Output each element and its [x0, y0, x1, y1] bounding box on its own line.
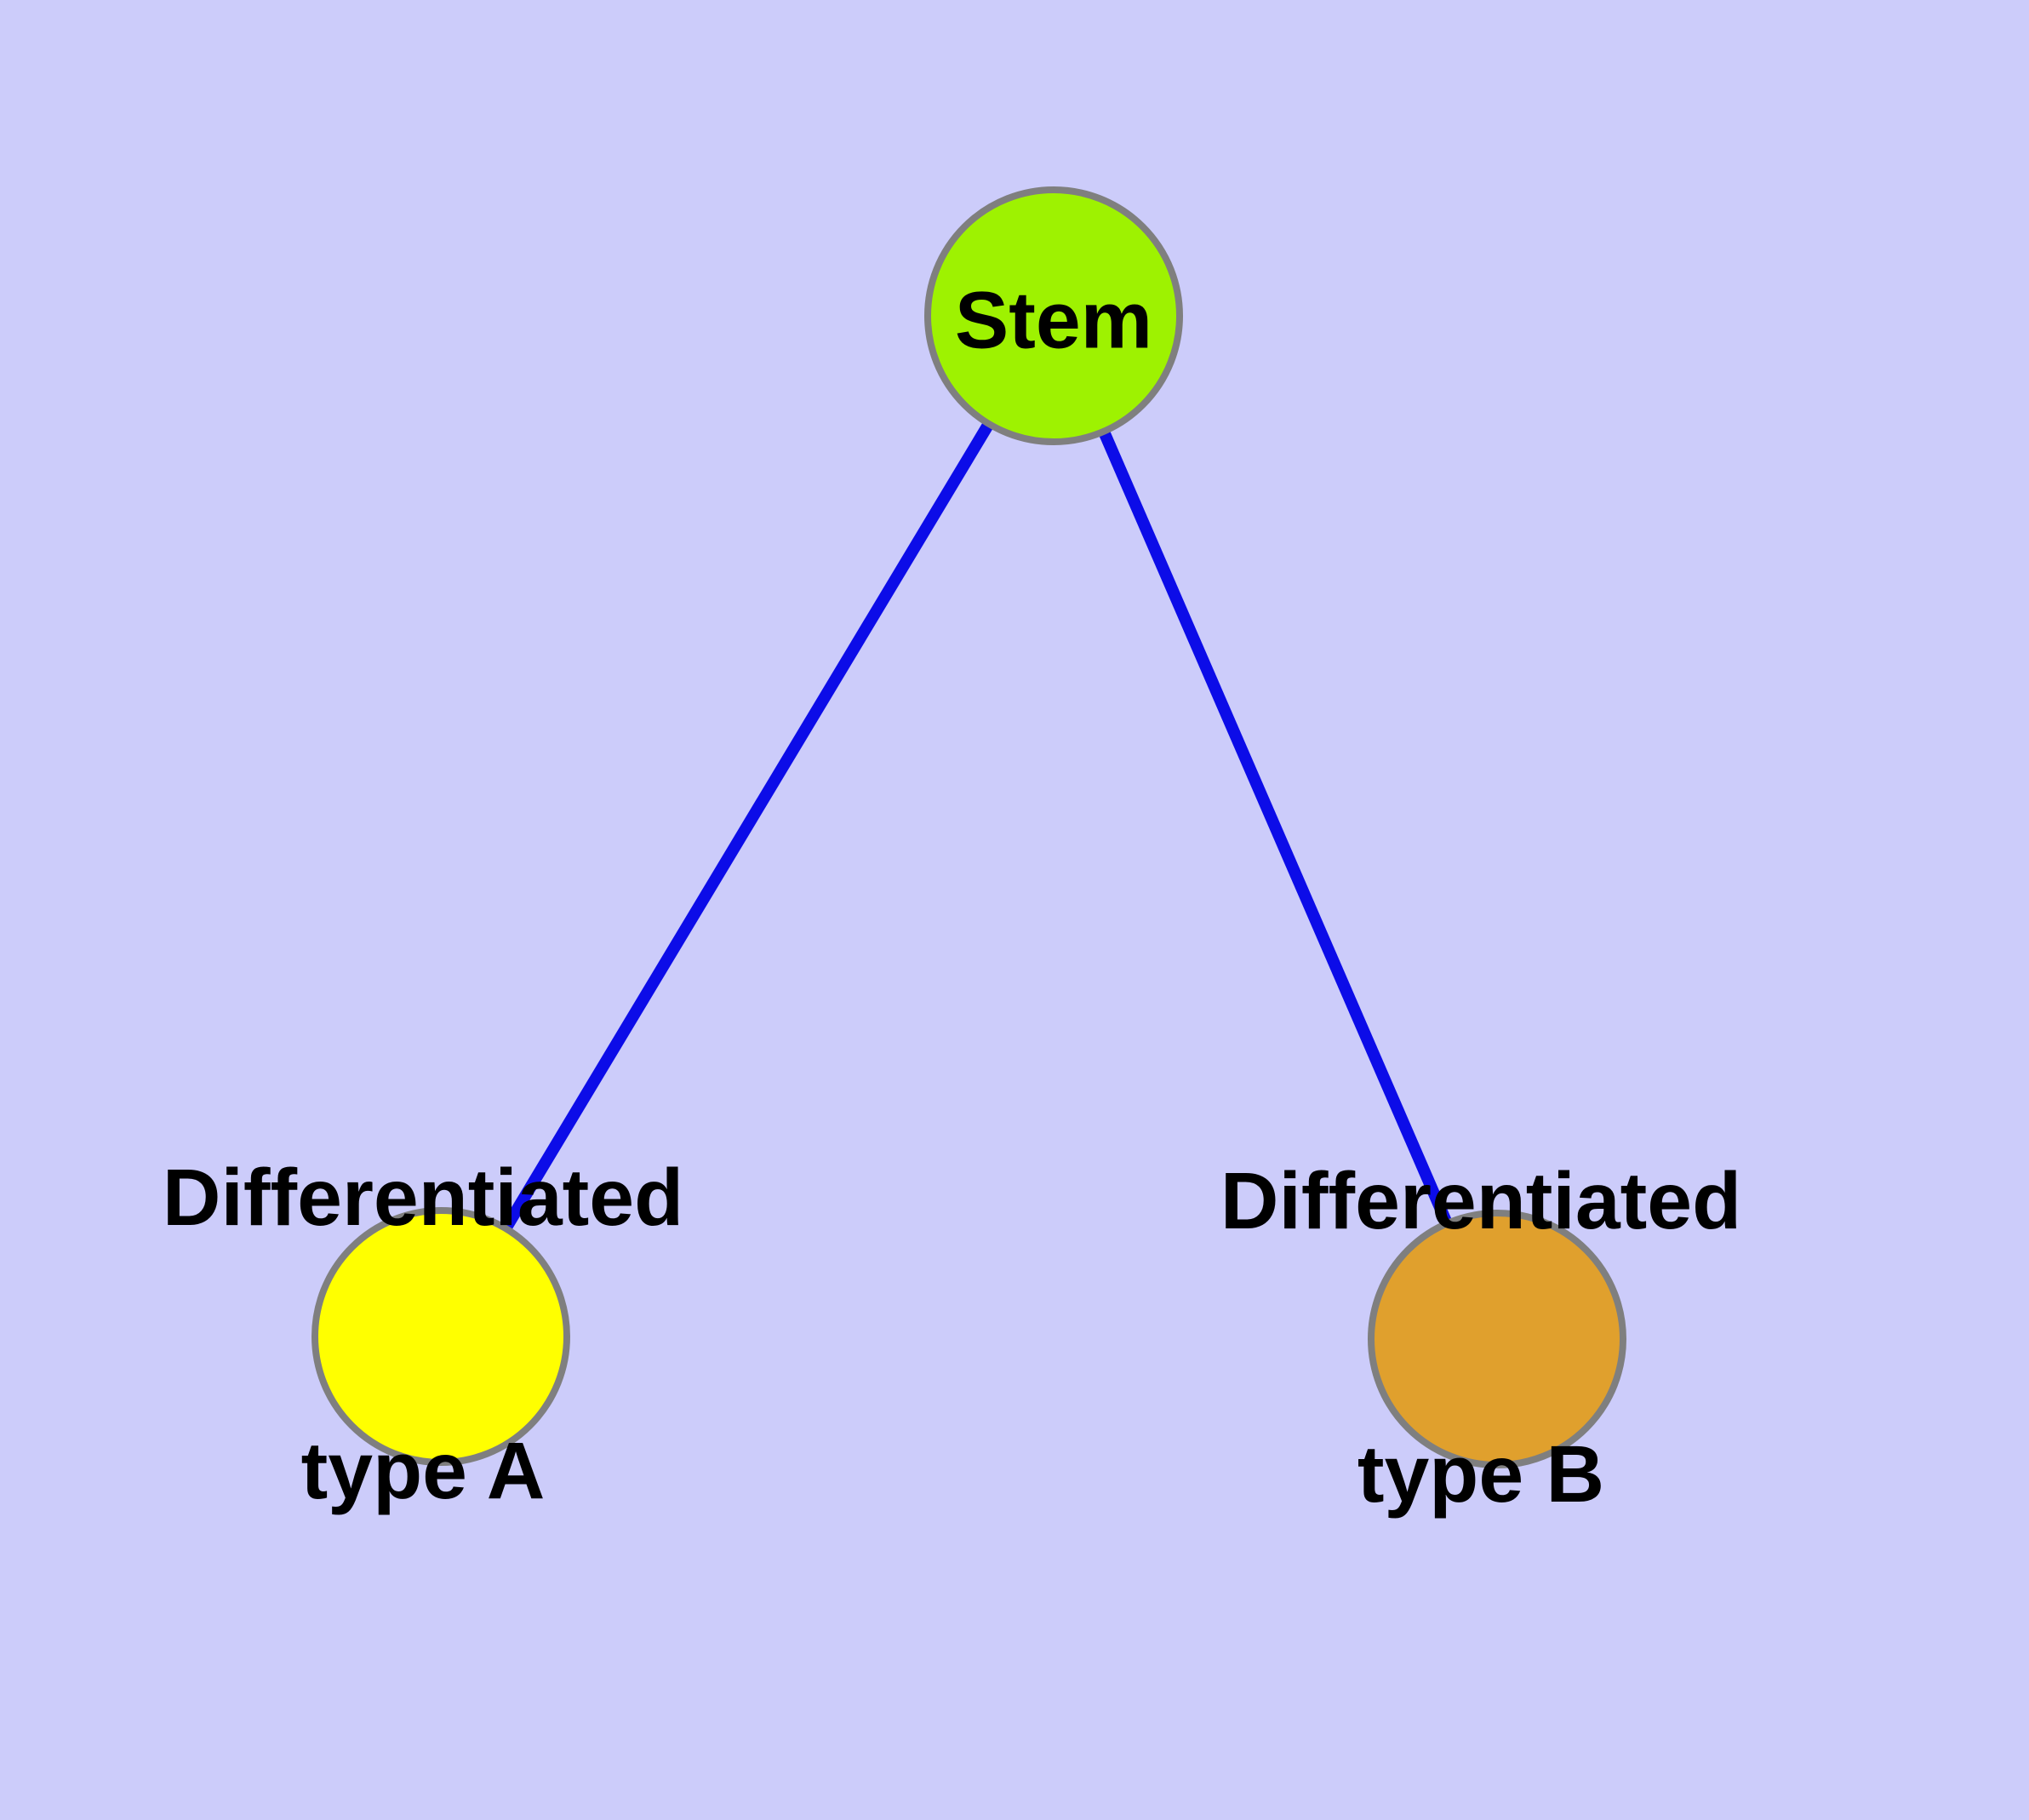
edge-layer — [435, 312, 1503, 1342]
node-differentiated-type-a[interactable] — [311, 1207, 570, 1466]
node-layer — [311, 186, 1626, 1468]
edge-stem-to-type-b[interactable] — [1048, 313, 1503, 1342]
node-differentiated-type-b[interactable] — [1368, 1210, 1626, 1468]
node-stem[interactable] — [924, 186, 1183, 445]
edge-stem-to-type-a[interactable] — [435, 312, 1060, 1340]
